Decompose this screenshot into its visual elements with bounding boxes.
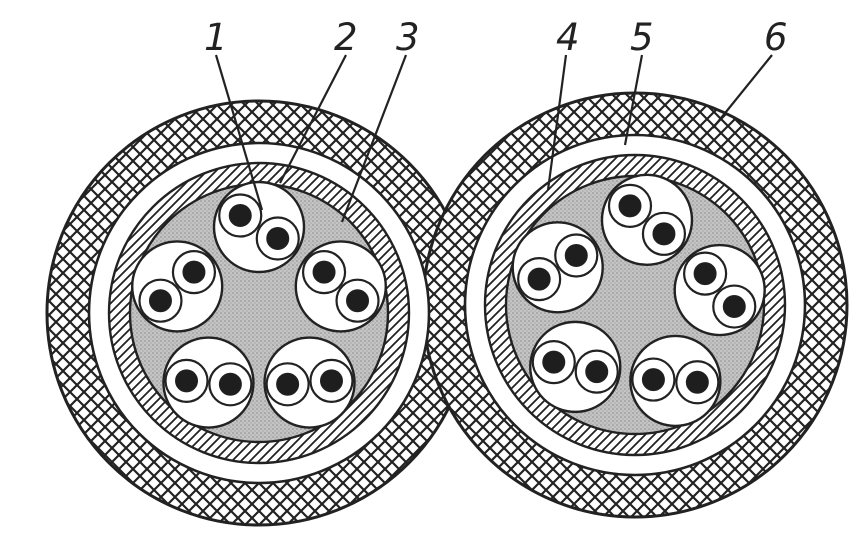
leader-line-5	[623, 54, 644, 146]
twisted-pair-right-4	[529, 320, 622, 414]
conductor-core	[693, 262, 717, 286]
conductor-core	[319, 369, 343, 393]
conductor-core	[652, 222, 676, 246]
conductor-core	[276, 372, 300, 396]
callout-label-2: 2	[334, 16, 358, 59]
conductor-core	[641, 368, 665, 392]
callout-label-6: 6	[764, 16, 788, 59]
callout-label-5: 5	[630, 16, 654, 59]
twisted-pair-left-2	[294, 240, 387, 333]
callout-label-1: 1	[204, 16, 228, 59]
leader-line-2	[279, 54, 347, 184]
conductor-core	[618, 194, 642, 218]
conductor-core	[182, 260, 206, 284]
conductor-core	[148, 289, 172, 313]
callout-label-4: 4	[556, 16, 580, 59]
twisted-pair-left-1	[212, 180, 306, 274]
conductor-core	[527, 267, 551, 291]
twisted-pair-right-2	[673, 243, 766, 337]
conductor-core	[564, 243, 588, 267]
leader-line-4	[546, 54, 568, 191]
leader-line-6	[712, 54, 773, 129]
twisted-pair-left-4	[162, 336, 255, 429]
conductor-core	[685, 370, 709, 394]
twisted-pair-left-5	[131, 240, 224, 333]
conductor-core	[346, 289, 370, 313]
conductor-core	[542, 350, 566, 374]
conductor-core	[218, 372, 242, 396]
twisted-pair-right-1	[600, 173, 694, 267]
twisted-pair-left-3	[263, 336, 356, 429]
conductor-core	[228, 204, 252, 228]
leader-line-3	[340, 54, 408, 223]
conductor-core	[266, 226, 290, 250]
twisted-pair-right-5	[511, 221, 604, 314]
conductor-core	[312, 260, 336, 284]
conductor-core	[175, 369, 199, 393]
conductor-core	[585, 360, 609, 384]
twisted-pair-right-3	[629, 334, 722, 428]
leader-line-1	[214, 54, 264, 211]
cable-left	[87, 141, 431, 485]
conductor-core	[722, 295, 746, 319]
callout-label-3: 3	[396, 16, 420, 59]
cable-right	[463, 133, 807, 477]
